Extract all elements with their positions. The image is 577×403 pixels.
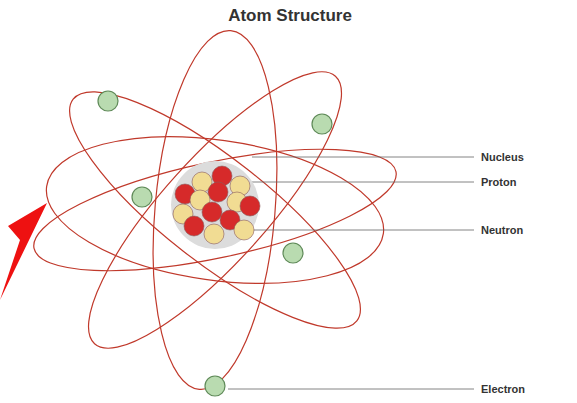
leader-lines xyxy=(228,157,474,389)
part-label: Electron xyxy=(481,383,525,396)
orbits xyxy=(24,25,406,394)
nucleus-particles xyxy=(173,166,260,244)
part-label: Neutron xyxy=(481,224,523,237)
part-label: Proton xyxy=(481,176,516,189)
red-arrow xyxy=(0,203,47,300)
nucleus-cloud xyxy=(171,161,259,249)
diagram-title: Atom Structure xyxy=(228,6,352,26)
part-label: Nucleus xyxy=(481,151,524,164)
electrons xyxy=(98,91,332,396)
